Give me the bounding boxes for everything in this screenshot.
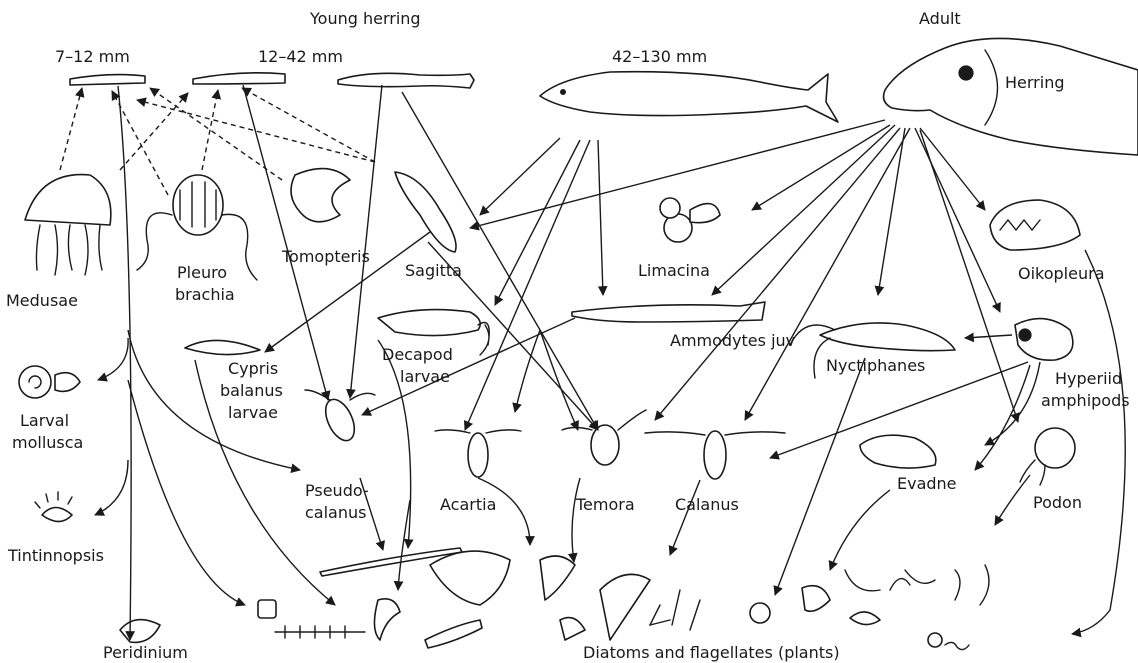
label-diatoms-flagellates: Diatoms and flagellates (plants)	[583, 643, 840, 662]
label-limacina: Limacina	[638, 261, 710, 280]
label-herring: Herring	[1005, 73, 1065, 92]
label-tintinnopsis: Tintinnopsis	[7, 546, 104, 565]
label-cypris-larvae: larvae	[228, 403, 278, 422]
label-amphipods: amphipods	[1041, 391, 1130, 410]
label-peridinium: Peridinium	[103, 643, 188, 662]
peridinium-sketch	[119, 618, 161, 644]
label-oikopleura: Oikopleura	[1018, 264, 1105, 283]
diatoms-flagellates-sketch	[257, 547, 990, 651]
decapod-larvae-sketch	[377, 308, 490, 356]
label-brachia: brachia	[175, 285, 235, 304]
hyperiid-amphipod-sketch	[1014, 317, 1074, 362]
temora-sketch	[561, 409, 647, 466]
tintinnopsis-sketch	[34, 491, 73, 523]
label-ammodytes: Ammodytes juv	[670, 331, 795, 350]
acartia-sketch	[434, 429, 522, 478]
label-pleuro: Pleuro	[177, 263, 227, 282]
dashed-feeding-arrows	[59, 87, 376, 196]
sagitta-sketch	[394, 171, 457, 253]
herring-larva-12-42mm-b	[337, 72, 475, 89]
nyctiphanes-sketch	[789, 322, 956, 379]
medusae-sketch	[24, 173, 112, 276]
label-hyperiid: Hyperiid	[1055, 369, 1122, 388]
tomopteris-sketch	[290, 167, 351, 223]
label-nyctiphanes: Nyctiphanes	[826, 356, 925, 375]
label-decapod-larvae: larvae	[400, 367, 450, 386]
herring-adult	[882, 37, 1138, 156]
label-medusae: Medusae	[6, 291, 78, 310]
oikopleura-sketch	[989, 199, 1081, 251]
label-tomopteris: Tomopteris	[281, 247, 370, 266]
label-mollusca: mollusca	[12, 433, 83, 452]
label-cypris: Cypris	[228, 359, 278, 378]
label-pseudo: Pseudo-	[305, 481, 369, 500]
cypris-sketch	[184, 339, 261, 356]
label-decapod: Decapod	[382, 345, 453, 364]
adult-header: Adult	[919, 9, 961, 28]
size-12-42-label: 12–42 mm	[258, 47, 343, 66]
label-calanus-part: calanus	[305, 503, 366, 522]
herring-larva-7-12mm	[69, 73, 146, 86]
label-temora: Temora	[575, 495, 635, 514]
label-sagitta: Sagitta	[405, 261, 462, 280]
label-calanus: Calanus	[675, 495, 739, 514]
solid-feeding-arrows	[94, 84, 1126, 641]
ammodytes-juv-sketch	[571, 301, 766, 323]
podon-sketch	[1019, 427, 1076, 486]
limacina-sketch	[659, 197, 721, 243]
pleurobrachia-sketch	[136, 174, 258, 281]
larval-mollusca-sketch	[18, 365, 81, 399]
label-podon: Podon	[1033, 493, 1082, 512]
label-evadne: Evadne	[897, 474, 957, 493]
size-7-12-label: 7–12 mm	[55, 47, 130, 66]
pseudocalanus-sketch	[304, 389, 376, 442]
label-larval: Larval	[20, 411, 69, 430]
label-acartia: Acartia	[440, 495, 496, 514]
label-balanus: balanus	[220, 381, 283, 400]
evadne-sketch	[859, 434, 937, 469]
herring-juvenile-42-130mm	[539, 70, 839, 123]
calanus-sketch	[644, 430, 786, 480]
size-42-130-label: 42–130 mm	[612, 47, 707, 66]
herring-larva-12-42mm-a	[192, 71, 286, 85]
young-herring-header: Young herring	[309, 9, 421, 28]
